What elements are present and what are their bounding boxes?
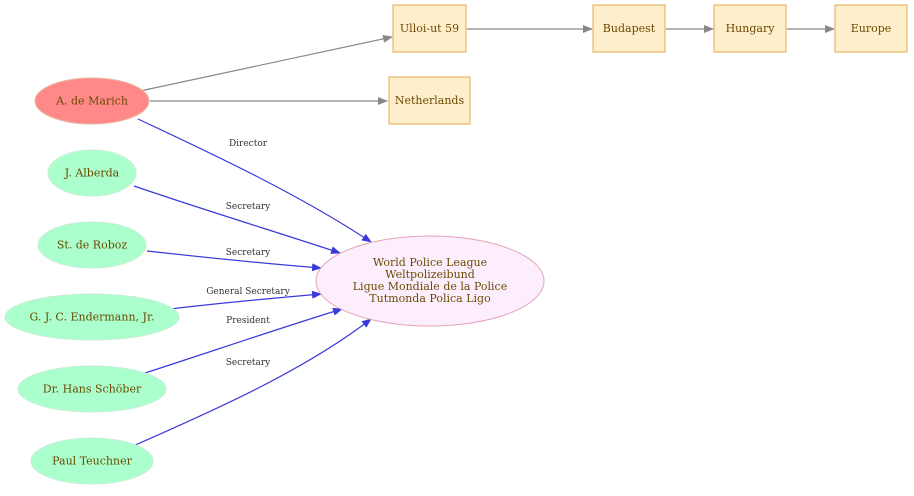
node-marich[interactable]: A. de Marich bbox=[34, 77, 150, 125]
edge-label-alberda-secretary: Secretary bbox=[226, 202, 271, 212]
node-alberda[interactable]: J. Alberda bbox=[47, 149, 137, 197]
node-label-alberda: J. Alberda bbox=[64, 167, 120, 180]
person-nodes: A. de Marich J. Alberda St. de Roboz G. … bbox=[4, 77, 180, 485]
node-ulloi[interactable]: Ulloi-ut 59 bbox=[392, 4, 467, 53]
edge-label-general-secretary: General Secretary bbox=[206, 287, 290, 297]
edge-schober-wpl bbox=[141, 307, 343, 375]
edge-teuchner-wpl bbox=[132, 318, 372, 447]
node-budapest[interactable]: Budapest bbox=[592, 4, 666, 53]
node-label-europe: Europe bbox=[851, 22, 892, 35]
edge-label-roboz-secretary: Secretary bbox=[226, 248, 271, 258]
node-label-teuchner: Paul Teuchner bbox=[52, 455, 132, 468]
node-hungary[interactable]: Hungary bbox=[713, 4, 787, 53]
role-edges bbox=[132, 118, 372, 447]
org-name-esperanto: Tutmonda Polica Ligo bbox=[369, 292, 491, 305]
node-europe[interactable]: Europe bbox=[834, 4, 908, 53]
node-label-roboz: St. de Roboz bbox=[57, 239, 128, 252]
edge-labels: Director Secretary Secretary General Sec… bbox=[206, 139, 290, 368]
node-label-endermann: G. J. C. Endermann, Jr. bbox=[30, 311, 155, 324]
edge-label-president: President bbox=[226, 316, 270, 326]
node-world-police-league[interactable]: World Police League Weltpolizeibund Ligu… bbox=[315, 235, 545, 327]
node-label-ulloi: Ulloi-ut 59 bbox=[400, 22, 459, 35]
node-label-schober: Dr. Hans Schöber bbox=[43, 383, 142, 396]
org-name-german: Weltpolizeibund bbox=[385, 268, 475, 281]
node-label-hungary: Hungary bbox=[726, 22, 776, 35]
node-teuchner[interactable]: Paul Teuchner bbox=[30, 437, 154, 485]
edge-label-teuchner-secretary: Secretary bbox=[226, 358, 271, 368]
edge-label-director: Director bbox=[229, 139, 268, 149]
edge-endermann-wpl bbox=[169, 290, 322, 310]
org-name-english: World Police League bbox=[373, 256, 487, 269]
place-nodes: Ulloi-ut 59 Budapest Hungary Europe Neth… bbox=[388, 4, 908, 125]
place-edges bbox=[139, 25, 835, 105]
edge-alberda-wpl bbox=[133, 185, 341, 254]
edge-roboz-wpl bbox=[146, 250, 322, 272]
node-label-netherlands: Netherlands bbox=[395, 94, 465, 107]
edge-marich-wpl bbox=[137, 118, 372, 243]
node-label-budapest: Budapest bbox=[603, 22, 656, 35]
edge-marich-ulloi bbox=[139, 34, 393, 92]
org-name-french: Ligue Mondiale de la Police bbox=[353, 280, 507, 293]
node-label-marich: A. de Marich bbox=[55, 95, 128, 108]
node-roboz[interactable]: St. de Roboz bbox=[37, 221, 147, 269]
node-schober[interactable]: Dr. Hans Schöber bbox=[17, 365, 167, 413]
node-netherlands[interactable]: Netherlands bbox=[388, 76, 471, 125]
node-endermann[interactable]: G. J. C. Endermann, Jr. bbox=[4, 293, 180, 341]
